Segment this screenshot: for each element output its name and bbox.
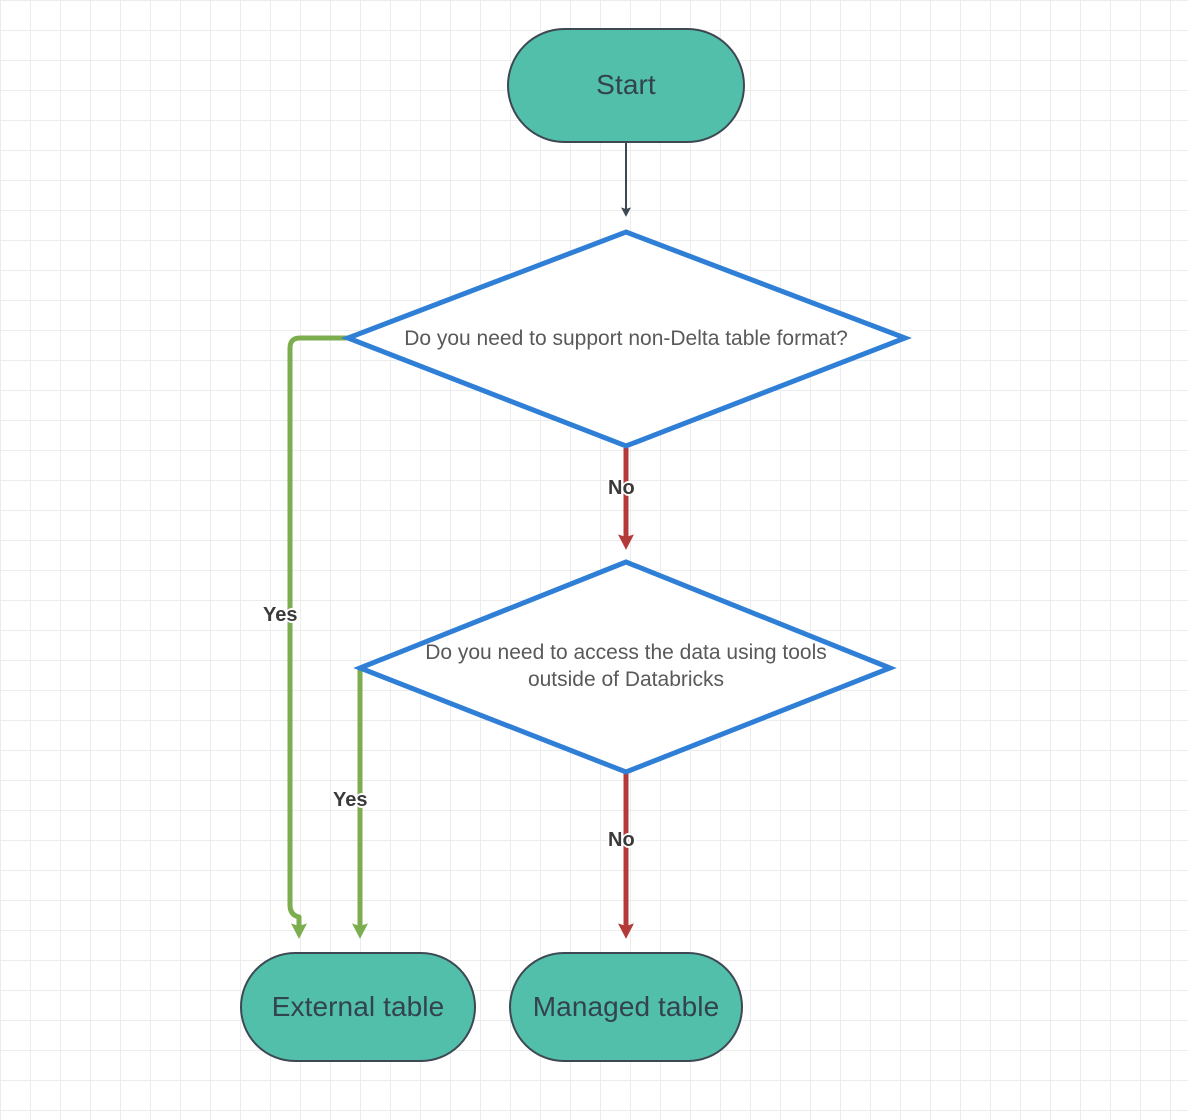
start-node[interactable]: Start bbox=[507, 28, 745, 143]
managed-table-node[interactable]: Managed table bbox=[509, 952, 743, 1062]
start-node-label: Start bbox=[596, 69, 656, 101]
edge-label-format-yes: Yes bbox=[263, 604, 298, 626]
edge-label-format-no: No bbox=[608, 477, 635, 499]
edge-label-tools-yes: Yes bbox=[333, 789, 368, 811]
external-table-node-label: External table bbox=[271, 990, 445, 1022]
managed-table-node-label: Managed table bbox=[532, 990, 720, 1022]
external-table-node[interactable]: External table bbox=[240, 952, 476, 1062]
decision-node-tools[interactable] bbox=[353, 559, 897, 775]
decision-node-format[interactable] bbox=[341, 229, 912, 449]
edge-label-tools-no: No bbox=[608, 829, 635, 851]
edge-format-yes bbox=[287, 335, 348, 939]
